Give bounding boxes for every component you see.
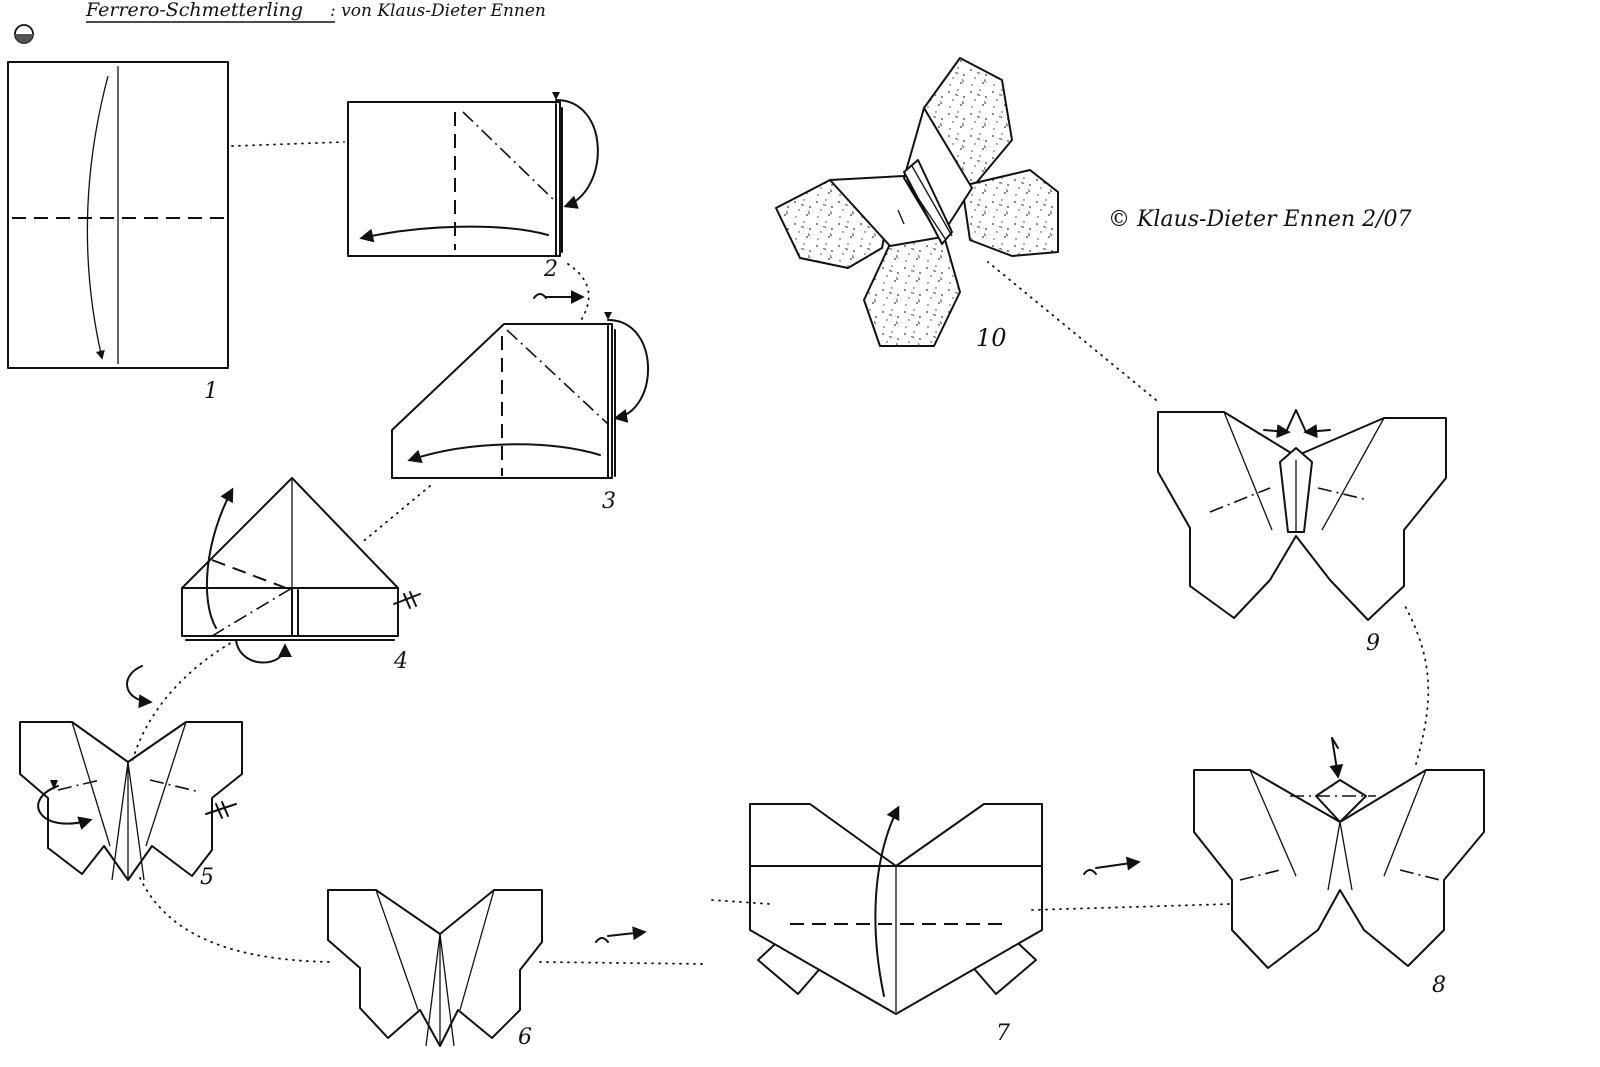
- step-10-finished-butterfly: 10: [775, 57, 1059, 352]
- step-label-10: 10: [976, 324, 1007, 352]
- turn-over-icon: [595, 926, 647, 943]
- sheet-icon: [14, 24, 34, 44]
- step-7-heart: 7: [749, 803, 1043, 1046]
- step-label-9: 9: [1366, 631, 1380, 656]
- header: Ferrero-Schmetterling : von Klaus-Dieter…: [14, 0, 546, 44]
- turn-over-icon: [533, 290, 585, 304]
- step-label-4: 4: [393, 649, 408, 674]
- diagram-title: Ferrero-Schmetterling: [85, 0, 303, 21]
- step-1-square: 1: [7, 61, 229, 404]
- sink-fold-arrows-icon: [1263, 409, 1331, 439]
- copyright-text: © Klaus-Dieter Ennen 2/07: [1108, 207, 1412, 232]
- step-label-6: 6: [518, 1025, 532, 1050]
- step-3-triangle-fold: 3: [391, 312, 649, 514]
- step-5-butterfly-base: 5: [19, 721, 243, 890]
- step-9-butterfly: 9: [1157, 409, 1447, 656]
- step-6-butterfly: 6: [327, 889, 543, 1050]
- rotate-arrow-icon: [126, 665, 153, 709]
- step-label-1: 1: [204, 379, 218, 404]
- pleat-mark-icon: [205, 801, 237, 819]
- step-label-7: 7: [996, 1021, 1010, 1046]
- turn-over-icon: [1083, 856, 1141, 875]
- pleat-mark-icon: [393, 591, 421, 609]
- step-4-waterbomb: 4: [181, 477, 421, 674]
- sequence-connectors: [131, 141, 1430, 965]
- step-label-5: 5: [200, 865, 214, 890]
- step-2-rectangle: 2: [347, 92, 599, 304]
- step-label-2: 2: [543, 257, 558, 282]
- diagram-author: : von Klaus-Dieter Ennen: [330, 1, 546, 21]
- step-8-butterfly: 8: [1193, 737, 1485, 998]
- step-label-8: 8: [1432, 973, 1446, 998]
- step-label-3: 3: [602, 489, 616, 514]
